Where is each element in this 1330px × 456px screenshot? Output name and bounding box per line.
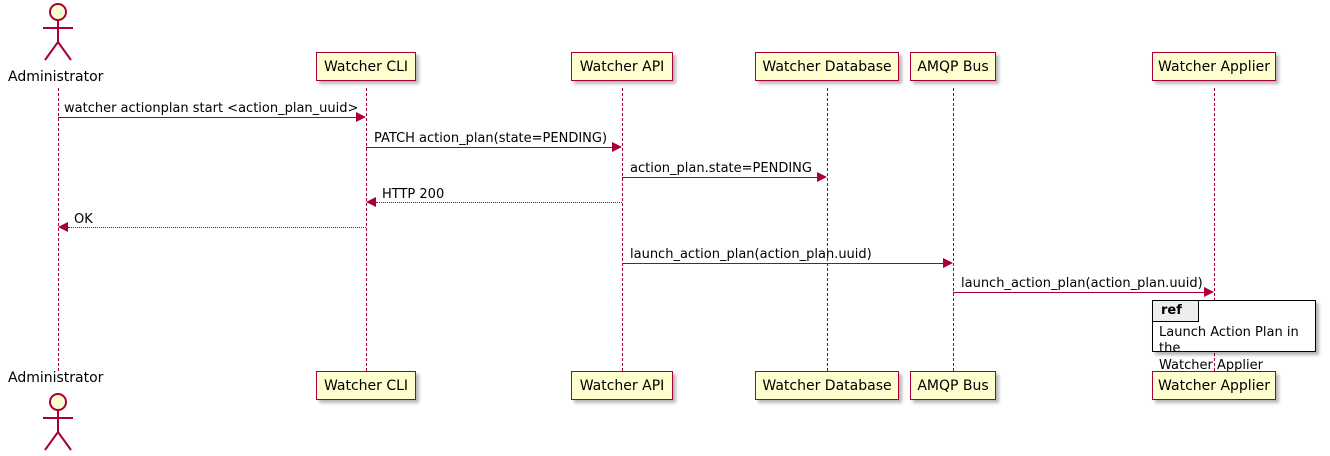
message-label-ok: OK xyxy=(74,212,93,227)
message-arrowhead-launch-action-plan-api-to-amqp xyxy=(943,258,953,268)
ref-fragment-line-1: Launch Action Plan in the xyxy=(1159,325,1299,357)
message-arrowhead-ok xyxy=(58,222,68,232)
ref-fragment-box: ref Launch Action Plan in the Watcher Ap… xyxy=(1152,300,1316,373)
actor-figure-administrator-top xyxy=(34,2,82,68)
lifeline-watcher-cli xyxy=(366,88,367,371)
message-label-action-plan-state-pending: action_plan.state=PENDING xyxy=(630,161,812,176)
ref-fragment-tab-label: ref xyxy=(1153,301,1199,323)
message-label-launch-action-plan-amqp-to-applier: launch_action_plan(action_plan.uuid) xyxy=(961,276,1203,291)
lifeline-watcher-applier xyxy=(1214,88,1215,371)
message-arrowhead-launch-action-plan-amqp-to-applier xyxy=(1204,287,1214,297)
message-line-action-plan-state-pending xyxy=(622,177,817,178)
participant-label-watcher-api-top: Watcher API xyxy=(579,58,665,75)
message-arrowhead-patch-action-plan xyxy=(612,142,622,152)
ref-fragment-line-2: Watcher Applier xyxy=(1159,357,1263,373)
message-line-watcher-actionplan-start xyxy=(58,117,356,118)
participant-label-administrator-bottom: Administrator xyxy=(8,370,104,386)
participant-box-watcher-applier-bottom[interactable]: Watcher Applier xyxy=(1152,371,1276,400)
message-arrowhead-http-200 xyxy=(366,197,376,207)
message-line-patch-action-plan xyxy=(366,147,612,148)
participant-box-watcher-applier-top[interactable]: Watcher Applier xyxy=(1152,52,1276,81)
message-label-http-200: HTTP 200 xyxy=(382,187,445,202)
participant-label-watcher-api-bottom: Watcher API xyxy=(579,377,665,394)
participant-box-watcher-database-bottom[interactable]: Watcher Database xyxy=(755,371,899,400)
ref-fragment-body: Launch Action Plan in the Watcher Applie… xyxy=(1159,325,1314,374)
participant-label-watcher-cli-bottom: Watcher CLI xyxy=(323,377,409,394)
actor-figure-administrator-bottom xyxy=(34,392,82,456)
participant-label-watcher-applier-bottom: Watcher Applier xyxy=(1158,377,1270,394)
participant-box-watcher-api-bottom[interactable]: Watcher API xyxy=(571,371,673,400)
participant-label-watcher-database-bottom: Watcher Database xyxy=(762,377,892,394)
participant-label-amqp-bus-top: AMQP Bus xyxy=(917,58,989,75)
message-arrowhead-action-plan-state-pending xyxy=(817,172,827,182)
participant-label-watcher-cli-top: Watcher CLI xyxy=(323,58,409,75)
participant-box-watcher-cli-top[interactable]: Watcher CLI xyxy=(316,52,416,81)
participant-box-watcher-cli-bottom[interactable]: Watcher CLI xyxy=(316,371,416,400)
message-line-http-200 xyxy=(376,202,622,203)
message-label-watcher-actionplan-start: watcher actionplan start <action_plan_uu… xyxy=(64,101,359,116)
message-label-launch-action-plan-api-to-amqp: launch_action_plan(action_plan.uuid) xyxy=(630,247,872,262)
participant-box-watcher-database-top[interactable]: Watcher Database xyxy=(755,52,899,81)
lifeline-amqp-bus xyxy=(953,88,954,371)
lifeline-watcher-api xyxy=(622,88,623,371)
participant-label-amqp-bus-bottom: AMQP Bus xyxy=(917,377,989,394)
lifeline-watcher-database xyxy=(827,88,828,371)
message-line-launch-action-plan-api-to-amqp xyxy=(622,263,943,264)
participant-label-watcher-applier-top: Watcher Applier xyxy=(1158,58,1270,75)
message-line-launch-action-plan-amqp-to-applier xyxy=(953,292,1204,293)
participant-box-watcher-api-top[interactable]: Watcher API xyxy=(571,52,673,81)
message-label-patch-action-plan: PATCH action_plan(state=PENDING) xyxy=(374,131,608,146)
participant-label-watcher-database-top: Watcher Database xyxy=(762,58,892,75)
participant-box-amqp-bus-bottom[interactable]: AMQP Bus xyxy=(910,371,996,400)
participant-box-amqp-bus-top[interactable]: AMQP Bus xyxy=(910,52,996,81)
participant-label-administrator-top: Administrator xyxy=(8,69,104,85)
message-line-ok xyxy=(68,227,366,228)
message-arrowhead-watcher-actionplan-start xyxy=(356,112,366,122)
